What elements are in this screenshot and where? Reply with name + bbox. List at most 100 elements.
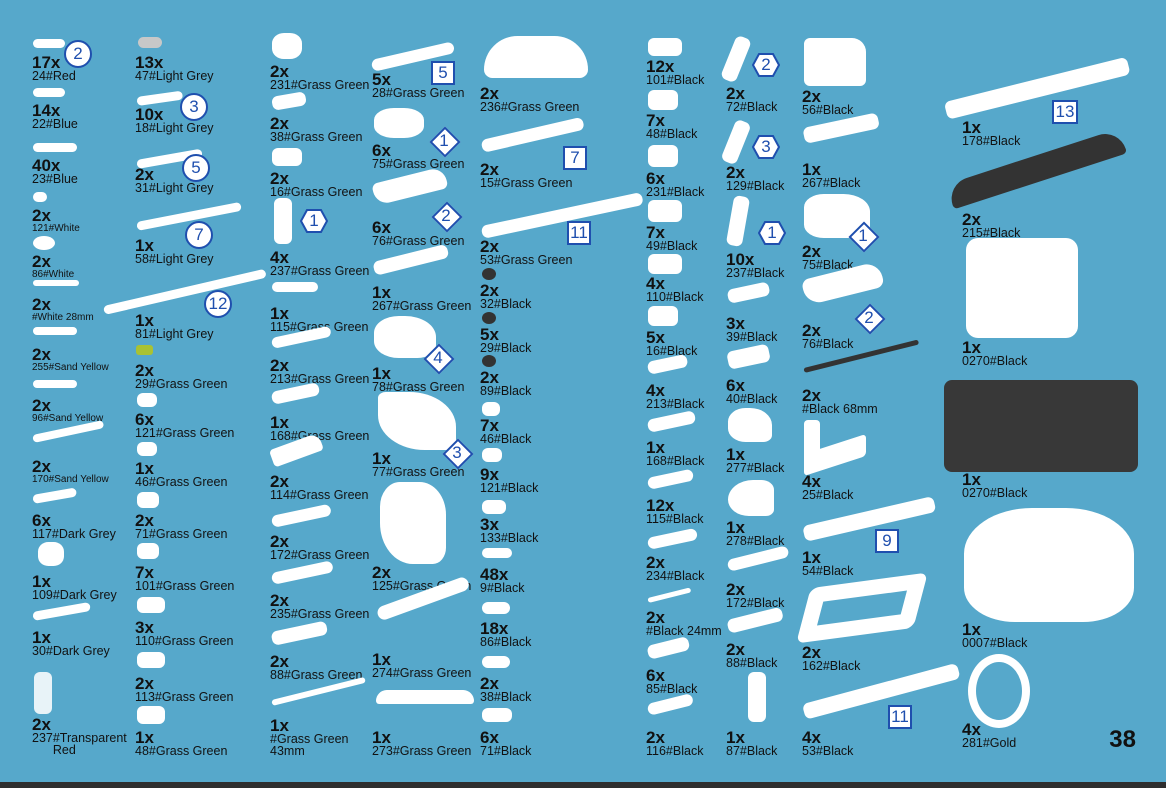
- part-label: 281#Gold: [962, 736, 1017, 750]
- part-label: 18#Light Grey: [135, 121, 214, 135]
- part-quantity: 2x: [270, 652, 289, 671]
- part-quantity: 4x: [802, 472, 821, 491]
- step-badge: 9: [875, 529, 899, 553]
- part-quantity: 18x: [480, 619, 509, 638]
- part-image: [482, 602, 510, 614]
- part-image: [482, 268, 496, 280]
- part-label: 39#Black: [726, 330, 778, 344]
- part-quantity: 1x: [726, 728, 745, 747]
- part-label: 162#Black: [802, 659, 861, 673]
- part-label: 53#Grass Green: [480, 253, 573, 267]
- part-label: 89#Black: [480, 384, 532, 398]
- part-quantity: 1x: [372, 364, 391, 383]
- step-badge: 3: [180, 93, 208, 121]
- step-badge: 7: [185, 221, 213, 249]
- part-image: [33, 88, 65, 97]
- part-label: 178#Black: [962, 134, 1021, 148]
- part-quantity: 2x: [270, 169, 289, 188]
- step-badge: 3: [444, 440, 470, 466]
- part-image: [728, 480, 774, 516]
- part-label: 28#Grass Green: [372, 86, 465, 100]
- part-label: 274#Grass Green: [372, 666, 472, 680]
- part-image: [102, 268, 267, 315]
- part-image: [32, 487, 78, 504]
- part-quantity: 3x: [726, 314, 745, 333]
- part-quantity: 12x: [646, 496, 675, 515]
- part-label: 110#Grass Green: [135, 634, 234, 648]
- part-label: 121#Black: [480, 481, 539, 495]
- part-quantity: 2x: [646, 553, 665, 572]
- part-quantity: 2x: [802, 643, 821, 662]
- part-quantity: 1x: [726, 445, 745, 464]
- part-quantity: 10x: [135, 105, 164, 124]
- part-quantity: 2x: [32, 295, 51, 314]
- part-label: 71#Black: [480, 744, 532, 758]
- part-quantity: 2x: [270, 591, 289, 610]
- part-quantity: 2x: [802, 242, 821, 261]
- part-label: 133#Black: [480, 531, 539, 545]
- part-label: 48#Grass Green: [135, 744, 228, 758]
- part-label: 54#Black: [802, 564, 854, 578]
- part-quantity: 2x: [32, 715, 51, 734]
- part-image: [964, 508, 1134, 622]
- part-label: 16#Black: [646, 344, 698, 358]
- part-image: [136, 90, 184, 106]
- part-quantity: 3x: [135, 618, 154, 637]
- part-quantity: 2x: [726, 580, 745, 599]
- part-label: 38#Black: [480, 690, 532, 704]
- part-image: [482, 312, 496, 324]
- part-label: 117#Dark Grey: [32, 527, 116, 541]
- part-quantity: 3x: [480, 515, 499, 534]
- part-quantity: 14x: [32, 101, 61, 120]
- part-quantity: 2x: [480, 368, 499, 387]
- part-image: [137, 597, 165, 613]
- part-quantity: 4x: [646, 381, 665, 400]
- step-badge: 5: [431, 61, 455, 85]
- part-label: 24#Red: [32, 69, 76, 83]
- part-image: [138, 37, 162, 48]
- part-label: 85#Black: [646, 682, 698, 696]
- part-image: [380, 482, 446, 564]
- part-image: [480, 192, 644, 239]
- part-quantity: 6x: [646, 666, 665, 685]
- part-quantity: 2x: [480, 237, 499, 256]
- part-image: [482, 548, 512, 558]
- part-quantity: 2x: [802, 321, 821, 340]
- part-quantity: 2x: [802, 386, 821, 405]
- part-image: [137, 492, 159, 508]
- part-quantity: 2x: [135, 165, 154, 184]
- part-quantity: 1x: [270, 304, 289, 323]
- part-quantity: 2x: [480, 160, 499, 179]
- part-label: 213#Grass Green: [270, 372, 370, 386]
- part-quantity: 7x: [646, 111, 665, 130]
- part-quantity: 1x: [962, 338, 981, 357]
